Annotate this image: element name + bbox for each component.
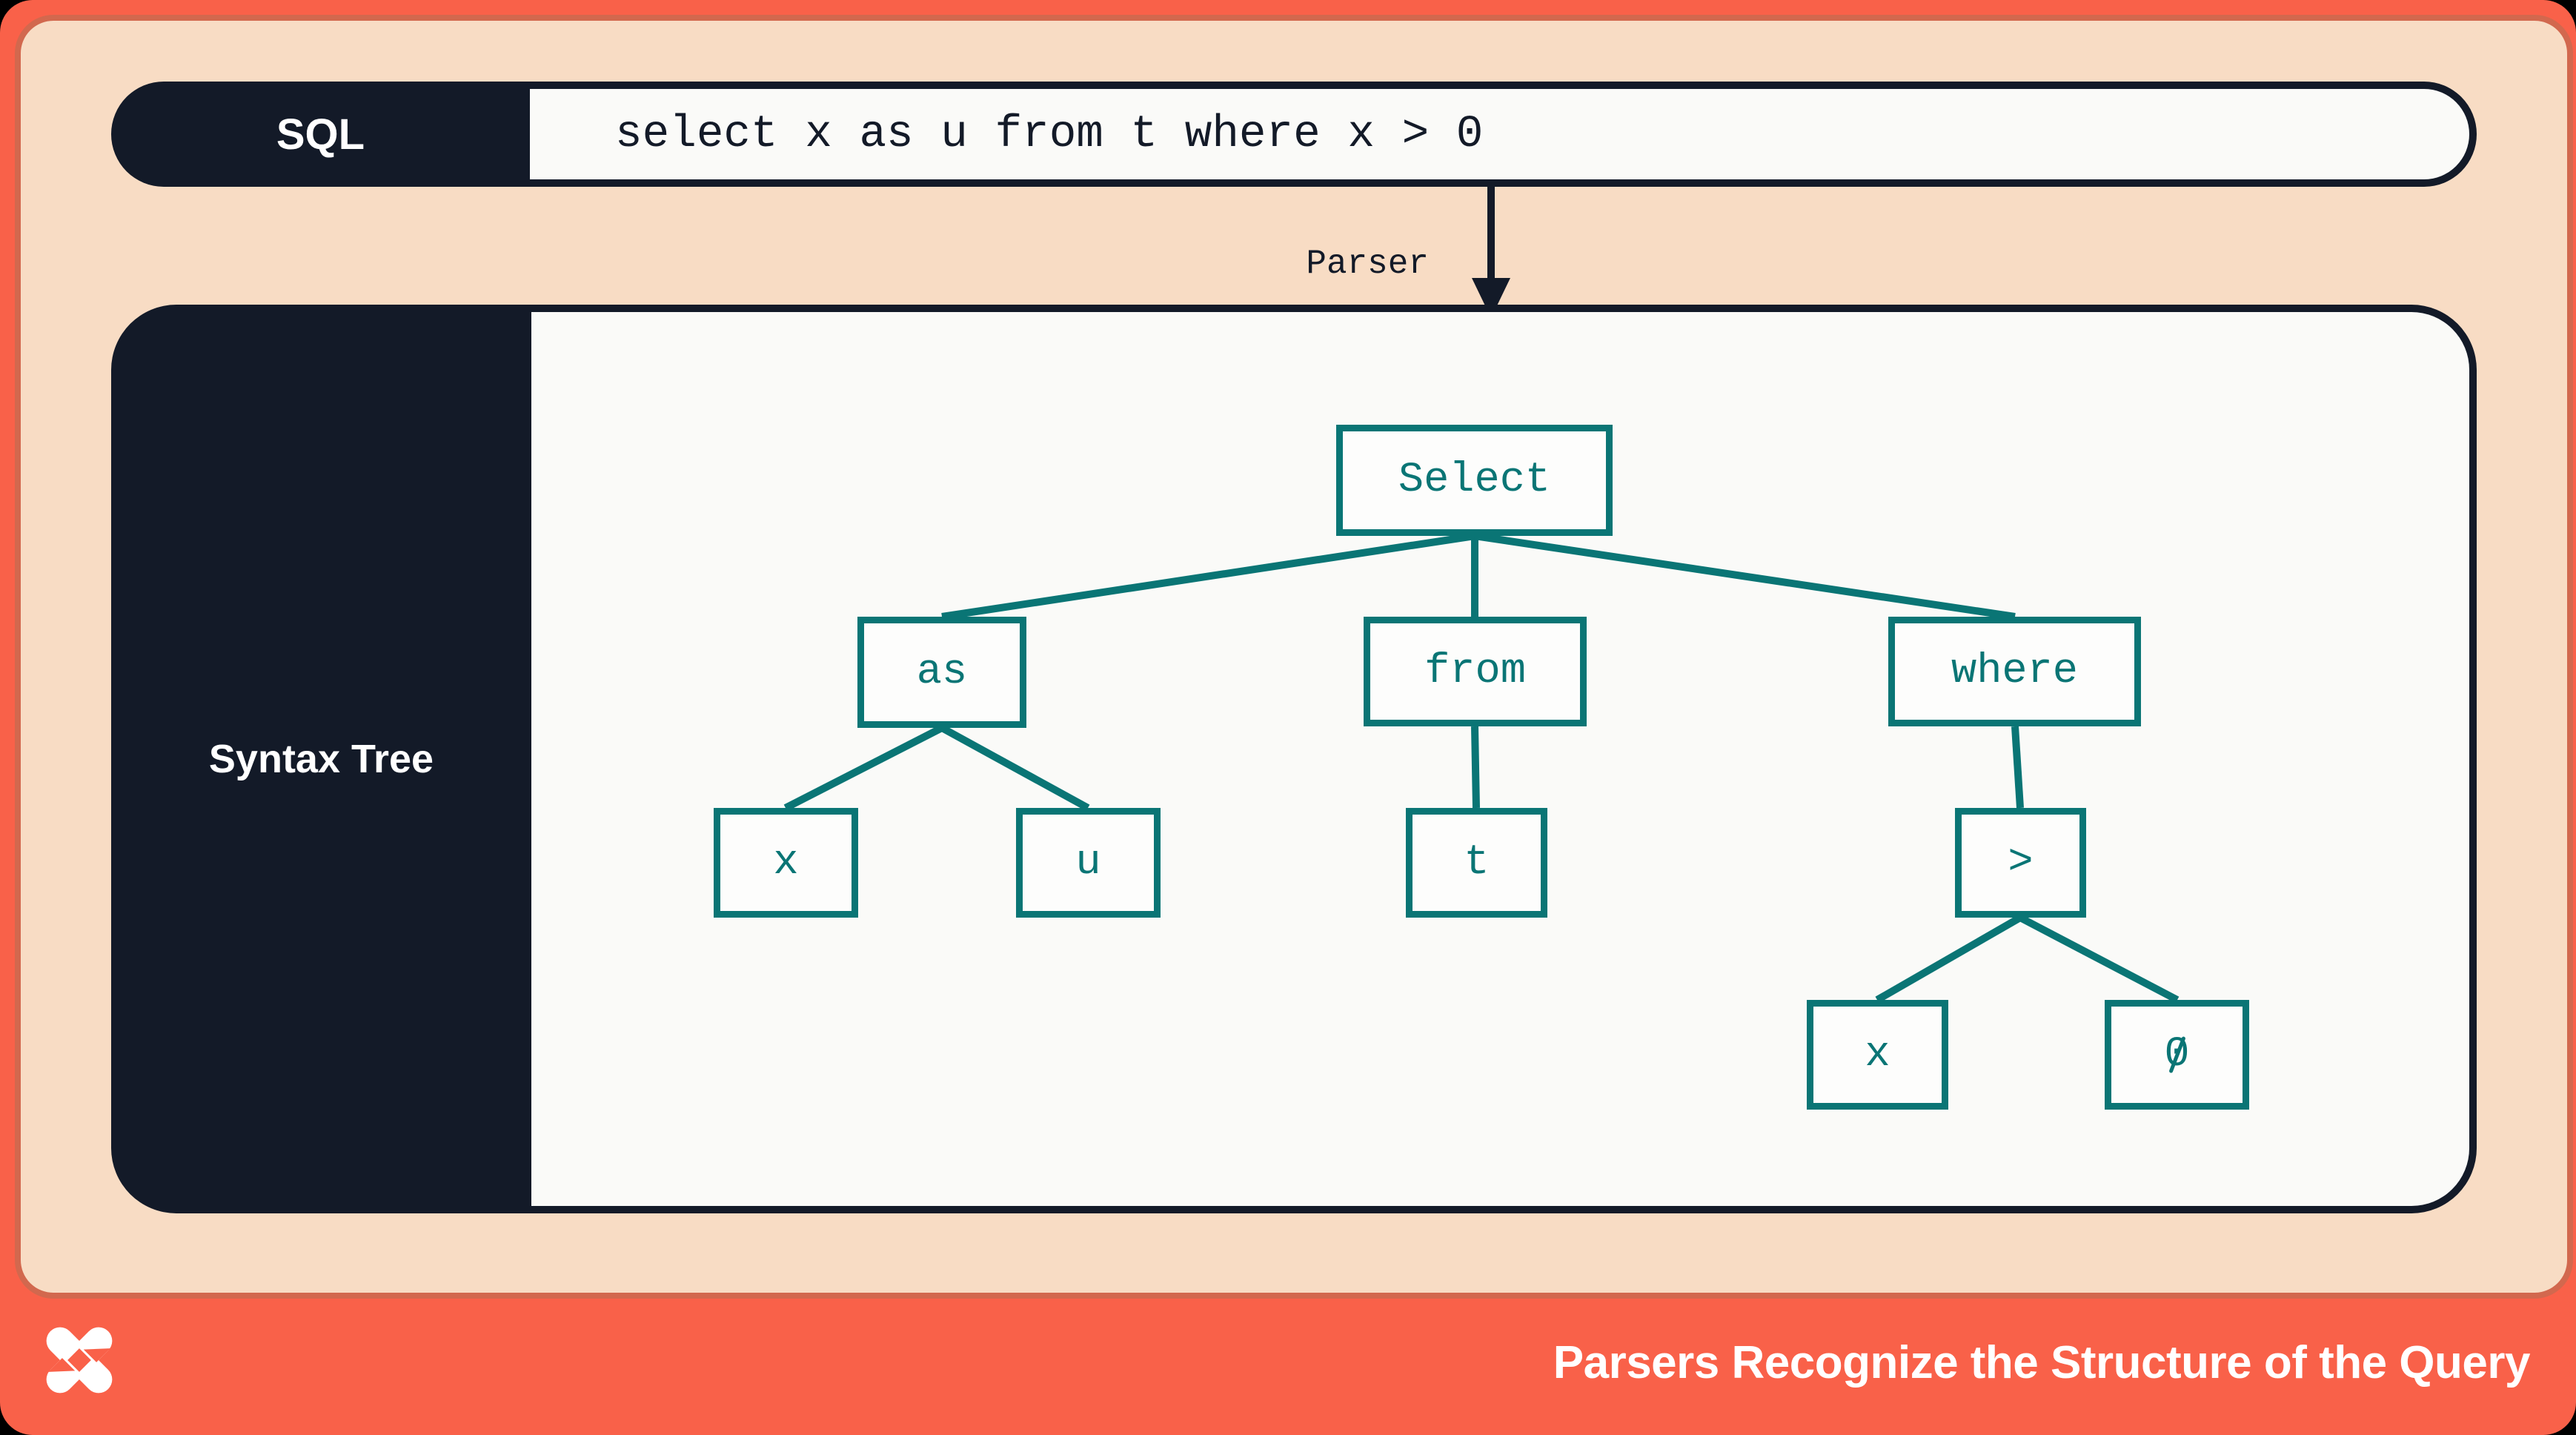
tree-node-zero: 0 (2105, 1000, 2249, 1110)
tree-node-label: x (1865, 1031, 1890, 1078)
syntax-tree-sidebar: Syntax Tree (111, 305, 531, 1213)
xata-x-logo-icon (46, 1327, 113, 1393)
tree-node-label: 0 (2164, 1031, 2190, 1078)
syntax-tree-panel: Syntax Tree Select (111, 305, 2477, 1213)
sql-badge: SQL (111, 82, 530, 187)
footer-caption: Parsers Recognize the Structure of the Q… (1553, 1337, 2531, 1388)
content-panel: SQL select x as u from t where x > 0 Par… (15, 15, 2573, 1299)
tree-node-x-alias: x (714, 808, 858, 918)
tree-node-label: x (773, 839, 799, 886)
tree-node-greater-than: > (1955, 808, 2086, 918)
tree-node-label: u (1075, 839, 1101, 886)
tree-node-label: > (2008, 839, 2034, 886)
tree-node-select: Select (1336, 425, 1613, 536)
tree-node-label: from (1424, 648, 1526, 695)
tree-node-label: t (1464, 839, 1490, 886)
tree-node-u: u (1016, 808, 1161, 918)
tree-node-label: as (916, 649, 968, 696)
tree-node-where: where (1888, 617, 2141, 726)
tree-node-from: from (1364, 617, 1587, 726)
sql-badge-label: SQL (276, 110, 365, 159)
tree-node-label: where (1951, 648, 2079, 695)
sql-query-box: select x as u from t where x > 0 (530, 89, 2469, 179)
sql-query-text: select x as u from t where x > 0 (615, 108, 1484, 160)
parser-arrow-line (1487, 187, 1495, 280)
tree-node-label: Select (1398, 457, 1551, 504)
tree-node-as: as (857, 617, 1026, 728)
syntax-tree-title: Syntax Tree (208, 737, 434, 781)
tree-node-t: t (1406, 808, 1547, 918)
sql-bar: SQL select x as u from t where x > 0 (111, 82, 2477, 187)
parser-label: Parser (1306, 245, 1429, 283)
tree-node-x-operand: x (1807, 1000, 1948, 1110)
